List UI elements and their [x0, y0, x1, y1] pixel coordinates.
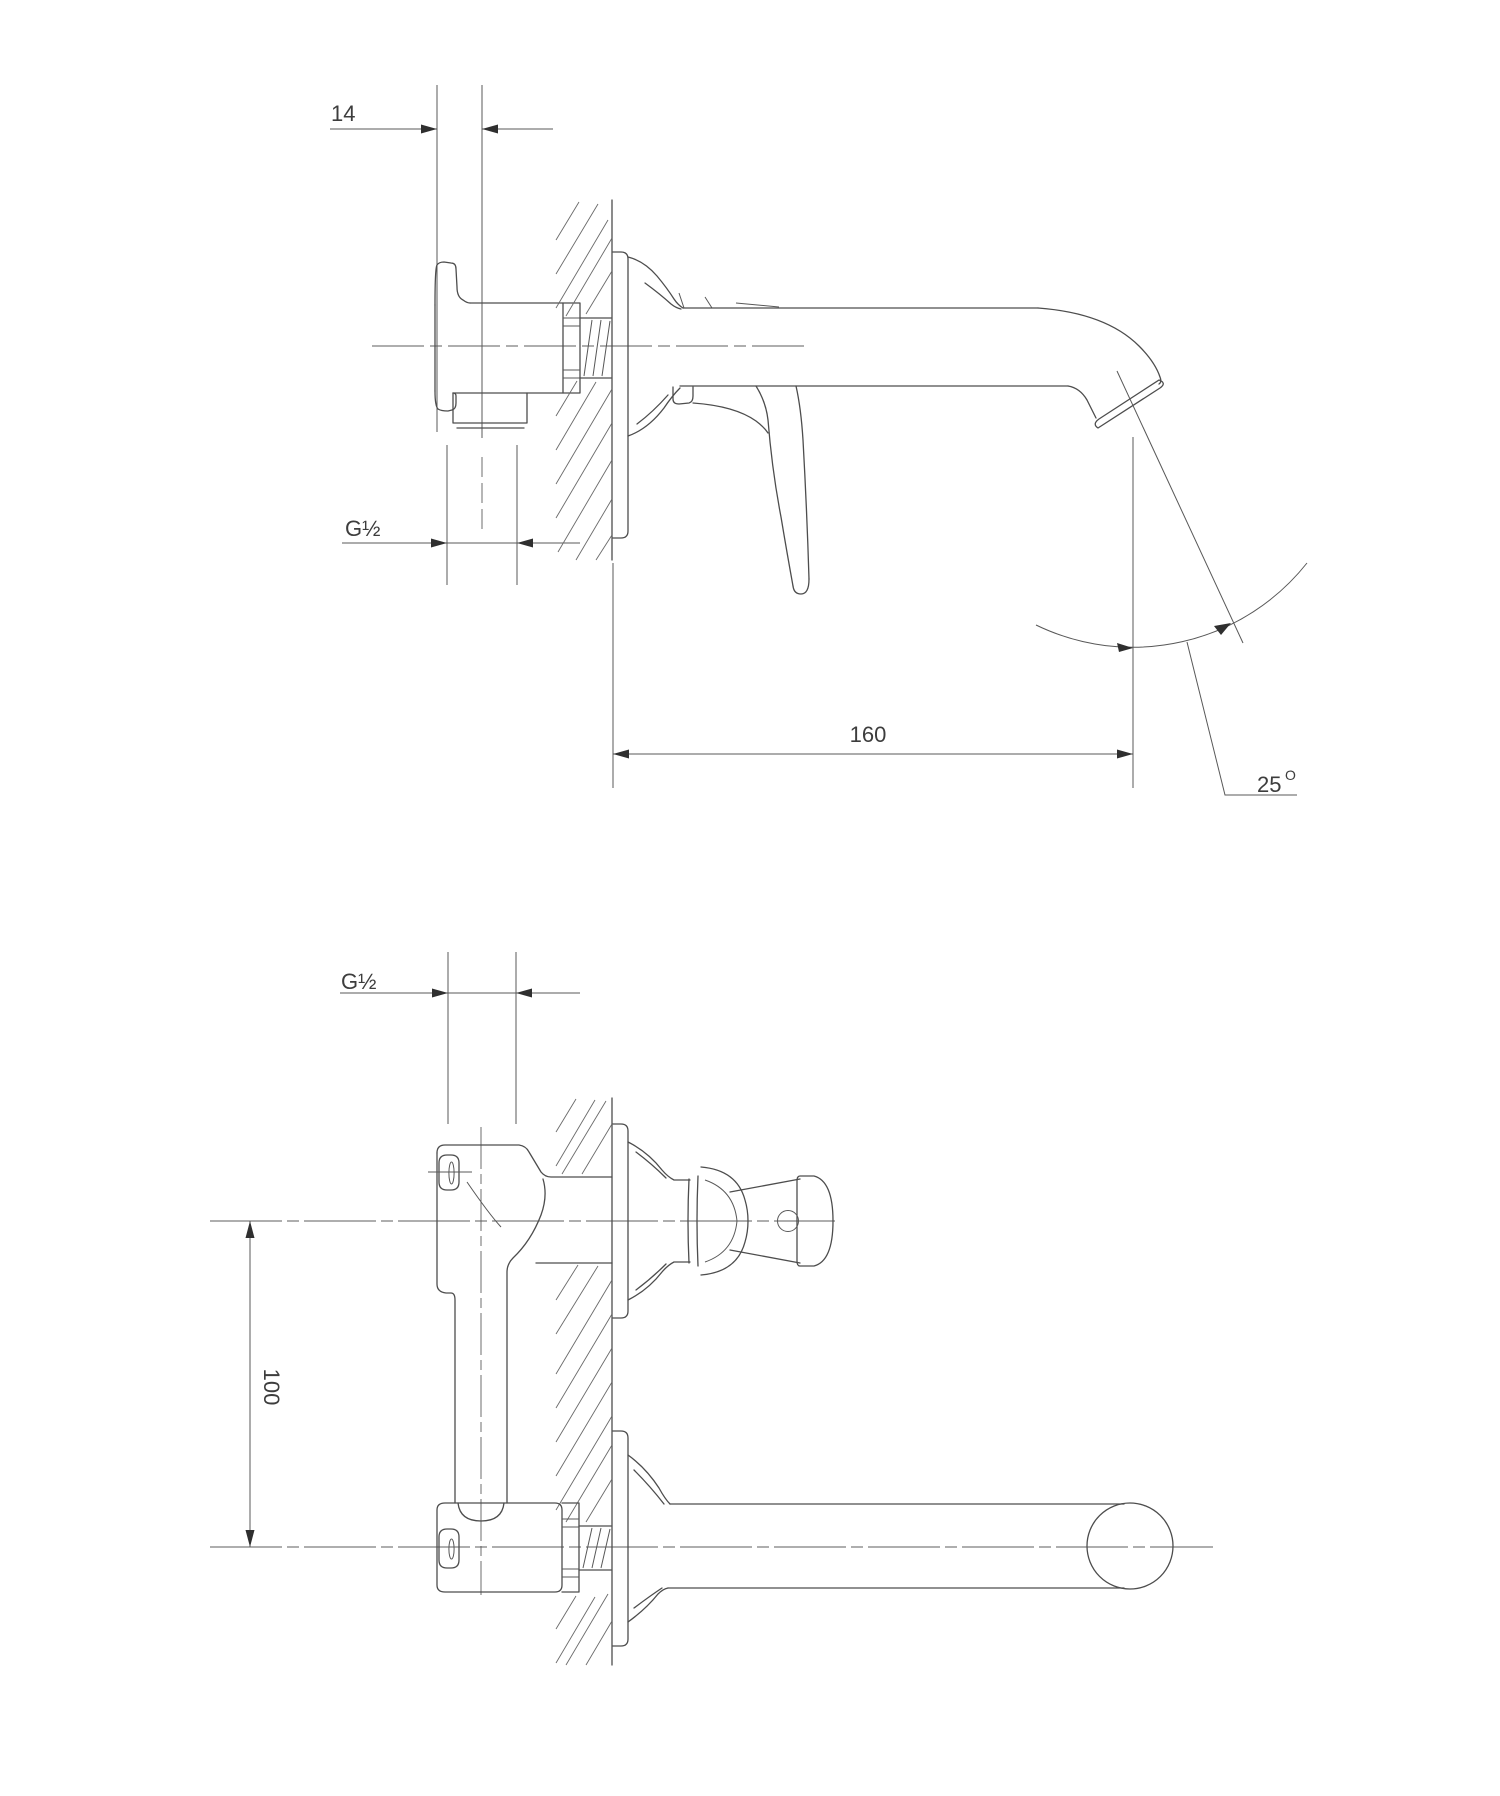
dimension-label-g12-front: G½	[341, 969, 376, 994]
dimension-label-25-degree-mark: O	[1285, 767, 1296, 783]
extension-line	[446, 445, 518, 585]
arrowhead	[1214, 623, 1231, 635]
arrowhead	[517, 538, 533, 548]
arrowhead	[516, 988, 532, 998]
thread-nipple	[579, 317, 612, 379]
arrowhead	[421, 124, 437, 134]
dimension-label-25: 25	[1257, 772, 1281, 797]
upper-escutcheon-and-handle	[612, 1123, 834, 1319]
arrowhead	[432, 988, 448, 998]
dimension-label-160: 160	[850, 722, 887, 747]
dimension-label-g12-side: G½	[345, 516, 380, 541]
arrowhead	[1117, 643, 1133, 652]
arrowhead	[245, 1530, 255, 1547]
wall-section-front	[555, 1097, 613, 1666]
upper-valve-front	[428, 1144, 613, 1504]
angle-reference-line	[1116, 370, 1244, 644]
escutcheon-side	[612, 251, 780, 539]
spout-end-circle	[1086, 1502, 1174, 1590]
thread-nipple	[578, 1525, 612, 1571]
angle-arc	[1035, 562, 1308, 648]
slot-inner-edge	[448, 1161, 455, 1185]
dimension-label-14: 14	[331, 101, 355, 126]
hex-nut	[561, 1502, 580, 1593]
bar-end-arc	[457, 1502, 505, 1522]
spout-tube	[667, 1503, 1125, 1589]
arrowhead	[482, 124, 498, 134]
mounting-slot	[438, 1528, 460, 1569]
dimension-label-100: 100	[259, 1369, 284, 1406]
side-view-linework	[330, 85, 1308, 796]
cartridge-dome	[700, 1166, 749, 1276]
dimension-160	[612, 437, 1134, 788]
arrowhead	[613, 749, 629, 759]
hex-nut	[562, 302, 581, 394]
handle-end-cap	[796, 1175, 834, 1267]
handle-screw-hole	[777, 1210, 799, 1232]
wall-hatch-pattern	[555, 201, 613, 561]
arrowhead	[245, 1221, 255, 1238]
front-view-linework	[210, 952, 1213, 1666]
angle-annotation-25	[1035, 370, 1308, 796]
slot-inner-edge	[448, 1538, 455, 1560]
dimension-100	[245, 1221, 255, 1547]
thread-marks	[582, 1527, 611, 1569]
mounting-slot	[438, 1154, 460, 1191]
lower-valve-front	[436, 1502, 612, 1593]
spout-outlet-face	[1094, 379, 1164, 429]
wall-section-side	[555, 199, 613, 561]
lower-escutcheon-and-spout	[612, 1430, 1174, 1647]
spout-side	[679, 307, 1164, 429]
handle-cone	[729, 1178, 801, 1264]
thread-marks	[583, 319, 611, 377]
extension-line	[447, 952, 517, 1124]
leader-line	[1186, 641, 1297, 796]
arrowhead	[1117, 749, 1133, 759]
wall-hatch-pattern	[555, 1098, 613, 1666]
valve-body-side	[434, 261, 612, 429]
arrowhead	[431, 538, 447, 548]
handle-side	[672, 385, 810, 595]
